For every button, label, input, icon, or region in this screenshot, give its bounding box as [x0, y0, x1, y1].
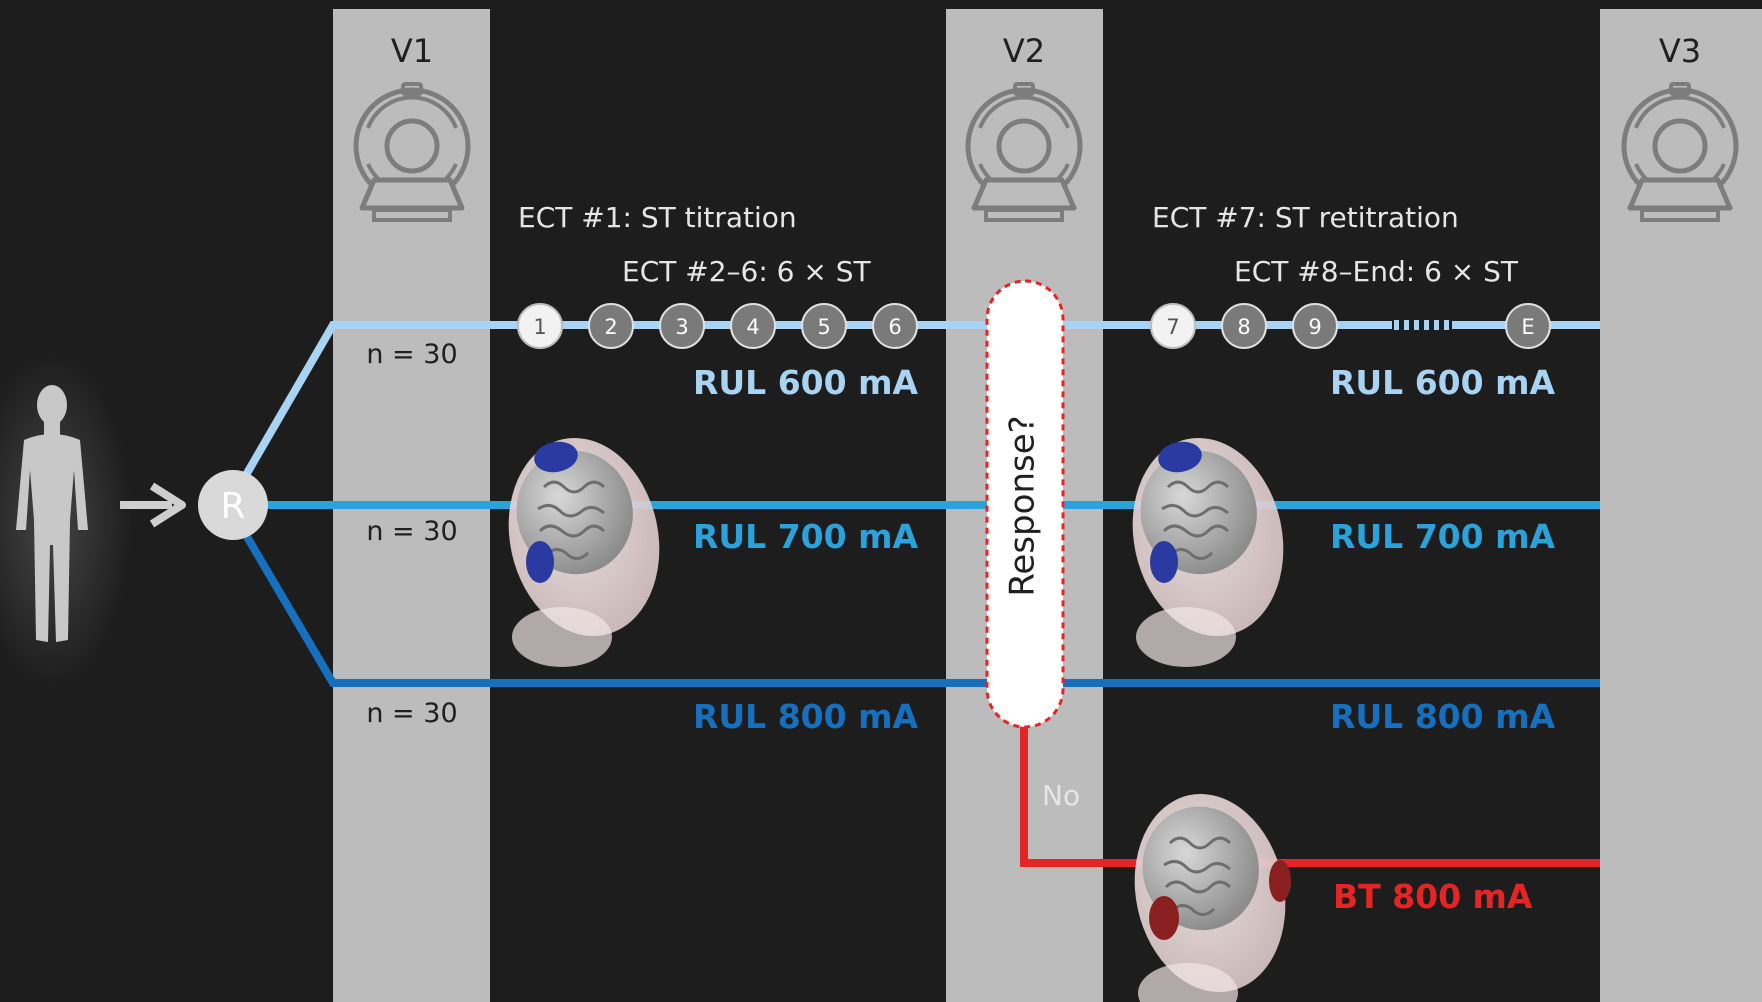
session-label: 9 — [1308, 315, 1321, 339]
arm-label-600-phase2: RUL 600 mA — [1330, 363, 1555, 402]
session-6: 6 — [872, 303, 918, 349]
n-count-600: n = 30 — [366, 339, 457, 370]
arm-label-700-phase1: RUL 700 mA — [693, 517, 918, 556]
arm-line-800 — [242, 532, 1600, 687]
session-label: 2 — [604, 315, 617, 339]
response-decision-label: Response? — [1003, 415, 1043, 596]
session-label: 7 — [1166, 315, 1179, 339]
session-2: 2 — [588, 303, 634, 349]
session-label: 4 — [746, 315, 759, 339]
brain-electrode-icon — [489, 422, 679, 669]
session-3: 3 — [659, 303, 705, 349]
session-7: 7 — [1150, 303, 1196, 349]
session-9: 9 — [1292, 303, 1338, 349]
arm-label-600-phase1: RUL 600 mA — [693, 363, 918, 402]
session-label: 5 — [817, 315, 830, 339]
human-figure-icon — [16, 385, 88, 642]
session-label: E — [1521, 315, 1534, 339]
arrow-icon — [120, 482, 186, 528]
arm-label-800-phase1: RUL 800 mA — [693, 697, 918, 736]
visit-label-v1: V1 — [391, 32, 433, 70]
session-4: 4 — [730, 303, 776, 349]
n-count-800: n = 30 — [366, 698, 457, 729]
rescue-arm-line — [1020, 725, 1600, 867]
session-end: E — [1505, 303, 1551, 349]
phase1-subtitle: ECT #2–6: 6 × ST — [622, 255, 872, 288]
session-label: 6 — [888, 315, 901, 339]
response-decision-box — [985, 279, 1065, 729]
session-label: 3 — [675, 315, 688, 339]
randomization-node — [198, 470, 268, 540]
brain-electrode-icon — [1115, 778, 1305, 1002]
arm-label-700-phase2: RUL 700 mA — [1330, 517, 1555, 556]
phase1-title: ECT #1: ST titration — [518, 201, 797, 234]
arm-label-800-phase2: RUL 800 mA — [1330, 697, 1555, 736]
session-label: 8 — [1237, 315, 1250, 339]
phase2-subtitle: ECT #8–End: 6 × ST — [1234, 255, 1519, 288]
n-count-700: n = 30 — [366, 516, 457, 547]
visit-label-v3: V3 — [1659, 32, 1701, 70]
session-8: 8 — [1221, 303, 1267, 349]
phase2-title: ECT #7: ST retitration — [1152, 201, 1459, 234]
session-label: 1 — [533, 315, 546, 339]
session-1: 1 — [517, 303, 563, 349]
rescue-arm-label: BT 800 mA — [1333, 877, 1533, 916]
no-label: No — [1042, 779, 1080, 812]
visit-label-v2: V2 — [1003, 32, 1045, 70]
brain-electrode-icon — [1113, 422, 1303, 669]
randomization-label: R — [220, 486, 245, 527]
visit-column-v3 — [1600, 9, 1762, 1002]
session-5: 5 — [801, 303, 847, 349]
